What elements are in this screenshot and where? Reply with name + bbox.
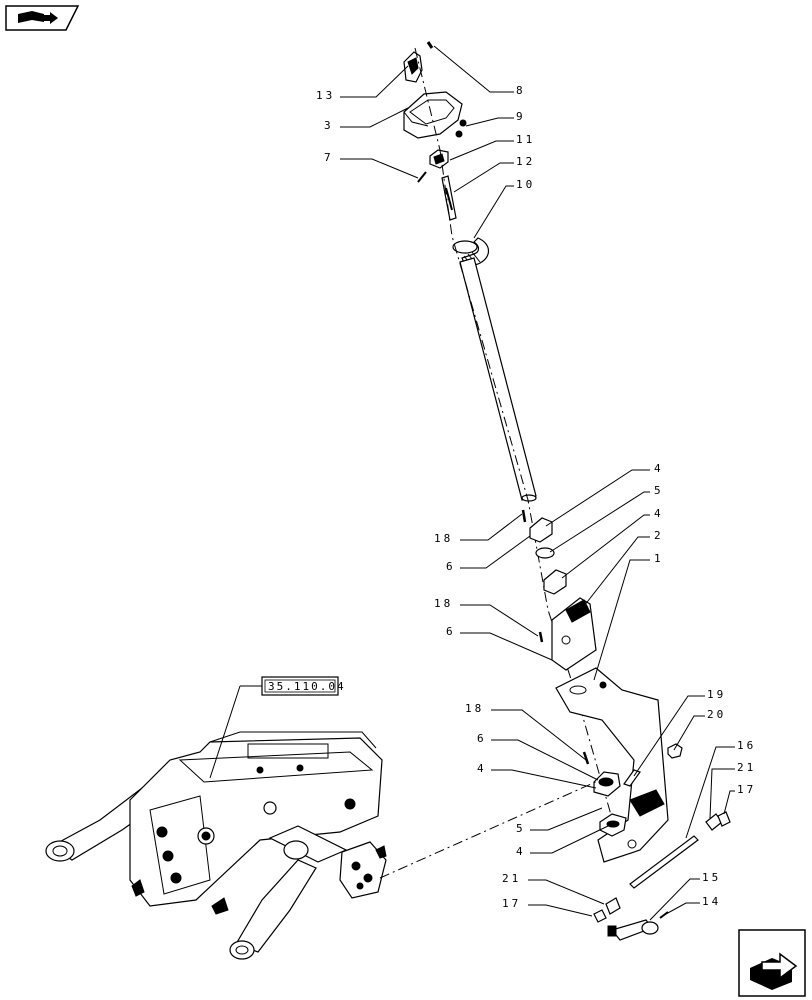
callout-17a: 17 [737,783,756,796]
callout-4c: 4 [477,762,487,775]
callout-10: 10 [516,178,535,191]
leader-lines [340,45,735,921]
callout-3: 3 [324,119,334,132]
callout-4a: 4 [654,462,664,475]
callout-15: 15 [702,871,721,884]
callout-2: 2 [654,529,664,542]
callout-21b: 21 [502,872,521,885]
screw-9b [455,130,463,138]
callout-13: 13 [316,89,335,102]
callout-20: 20 [707,708,726,721]
callout-6a: 6 [446,560,456,573]
callout-18b: 18 [434,597,453,610]
ball-joint [607,919,659,941]
callout-1: 1 [654,552,664,565]
callout-4b: 4 [654,507,664,520]
callout-9: 9 [516,110,526,123]
reference-label: 35.110.04 [268,680,346,693]
callout-18a: 18 [434,532,453,545]
cap-17b [593,909,607,923]
callout-7: 7 [324,151,334,164]
cap-17a [717,811,731,827]
screw-9a [459,119,467,127]
callout-6b: 6 [446,625,456,638]
book-arrow-icon[interactable] [5,5,80,31]
pin-8 [426,41,434,49]
bushing-4a [529,517,553,543]
hydraulic-lift [45,731,387,960]
callout-4d: 4 [516,845,526,858]
callout-17b: 17 [502,897,521,910]
callout-11: 11 [516,133,535,146]
callout-labels: 13 3 7 8 9 11 12 10 4 5 4 2 1 18 6 18 6 … [316,84,756,910]
callout-16: 16 [737,739,756,752]
callout-12: 12 [516,155,535,168]
callout-8: 8 [516,84,526,97]
lever-cover [403,91,463,139]
fitting-21b [605,897,621,915]
next-page-arrow-icon[interactable] [738,929,806,997]
callout-14: 14 [702,895,721,908]
callout-19: 19 [707,688,726,701]
callout-5a: 5 [654,484,664,497]
bushing-4b [543,569,567,595]
bracket-assembly [521,509,731,941]
callout-18c: 18 [465,702,484,715]
main-bracket [555,667,669,863]
callout-6c: 6 [477,732,487,745]
lever-hub [429,149,449,169]
callout-21a: 21 [737,761,756,774]
lever-assembly [403,41,625,861]
lever-tube [459,257,537,501]
nut-20 [667,743,683,759]
callout-5b: 5 [516,822,526,835]
washer-5a [535,547,555,559]
support-plate [551,597,597,671]
link-rod [629,835,699,889]
pin-7 [417,171,427,183]
lever-knob [403,51,423,83]
reference-box[interactable]: 35.110.04 [261,676,346,696]
control-valve [339,841,387,899]
